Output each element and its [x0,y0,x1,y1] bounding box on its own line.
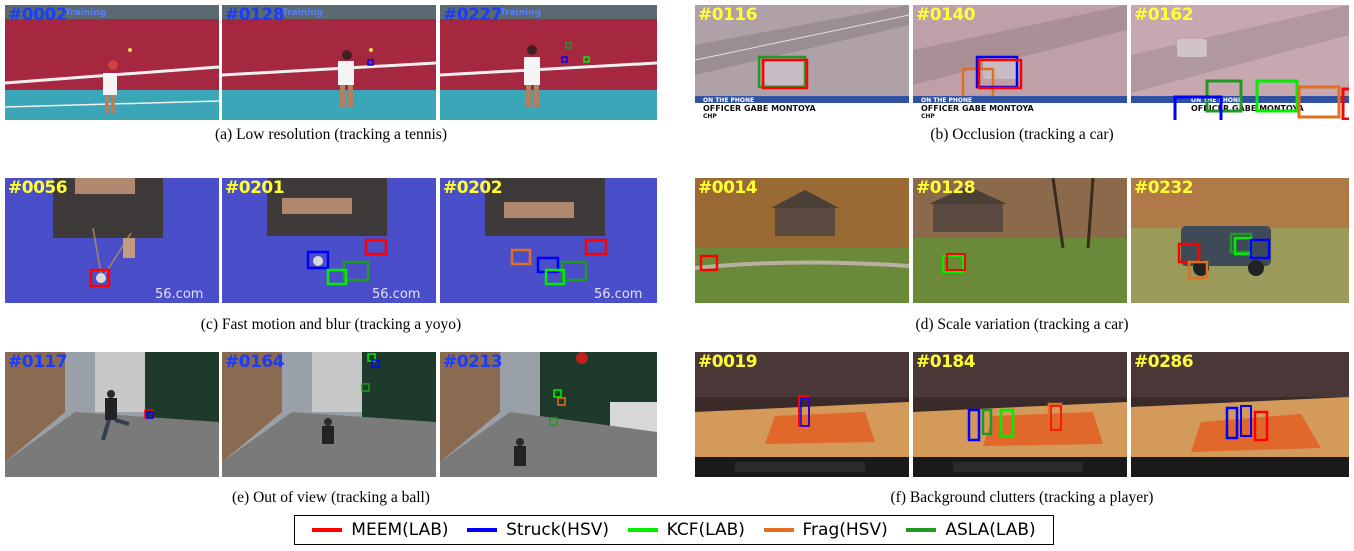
tv-line: OFFICER GABE MONTOYA [703,104,817,113]
frame-number: #0201 [225,178,285,198]
frame-player-3: #0286 [1131,352,1349,477]
frame-tennis-2: #0128 Training [222,5,436,120]
frame-number: #0140 [916,5,976,25]
frame-number: #0202 [443,178,503,198]
frame-car-occlusion-2: ON THE PHONE OFFICER GABE MONTOYA CHP #0… [913,5,1127,120]
tv-line: ON THE PHONE [703,97,754,104]
legend-line-icon [906,528,937,532]
frame-ball-2: #0164 [222,352,436,477]
panel-caption: (f) Background clutters (tracking a play… [890,489,1154,506]
frame-number: #0117 [8,352,68,372]
frame-car-scale-1: #0014 [695,178,909,303]
legend-item-kcf: KCF(LAB) [627,520,745,540]
legend-label: MEEM(LAB) [351,520,449,540]
legend-label: Struck(HSV) [506,520,610,540]
watermark: 56.com [155,287,203,302]
legend-label: ASLA(LAB) [945,520,1036,540]
tv-line: CHP [703,113,717,120]
legend-item-struck: Struck(HSV) [467,520,609,540]
frame-yoyo-3: 56.com #0202 [440,178,657,303]
frame-number: #0232 [1134,178,1194,198]
frame-number: #0056 [8,178,68,198]
frame-car-scale-2: #0128 [913,178,1127,303]
legend-line-icon [763,528,794,532]
frame-ball-1: #0117 [5,352,219,477]
frame-yoyo-2: 56.com #0201 [222,178,436,303]
tv-line: OFFICER GABE MONTOYA [921,104,1035,113]
frame-car-scale-3: #0232 [1131,178,1349,303]
legend-line-icon [312,528,343,532]
legend-label: KCF(LAB) [666,520,745,540]
panel-caption: (a) Low resolution (tracking a tennis) [215,126,447,143]
video-overlay-text: Training [282,8,324,18]
frame-number: #0116 [698,5,758,25]
tv-line: OFFICER GABE MONTOYA [1191,104,1305,113]
frame-ball-3: #0213 [440,352,657,477]
legend-label: Frag(HSV) [802,520,888,540]
tv-line: ON THE PHONE [921,97,972,104]
frame-player-2: #0184 [913,352,1127,477]
legend-item-asla: ASLA(LAB) [906,520,1036,540]
legend-item-meem: MEEM(LAB) [312,520,449,540]
frame-yoyo-1: 56.com #0056 [5,178,219,303]
legend: MEEM(LAB) Struck(HSV) KCF(LAB) Frag(HSV)… [294,515,1054,545]
legend-line-icon [467,528,498,532]
legend-item-frag: Frag(HSV) [763,520,888,540]
tv-line: ON THE PHONE [1191,97,1242,104]
frame-number: #0128 [916,178,976,198]
watermark: 56.com [372,287,420,302]
watermark: 56.com [594,287,642,302]
frame-number: #0227 [443,5,503,25]
frame-number: #0014 [698,178,758,198]
frame-number: #0164 [225,352,285,372]
panel-caption: (b) Occlusion (tracking a car) [930,126,1114,143]
frame-tennis-1: #0002 Training [5,5,219,120]
frame-number: #0002 [8,5,68,25]
frame-number: #0162 [1134,5,1194,25]
frame-car-occlusion-3: ON THE PHONE OFFICER GABE MONTOYA #0162 [1131,5,1349,120]
video-overlay-text: Training [65,8,107,18]
panel-caption: (d) Scale variation (tracking a car) [915,316,1129,333]
frame-player-1: #0019 [695,352,909,477]
frame-car-occlusion-1: ON THE PHONE OFFICER GABE MONTOYA CHP #0… [695,5,909,120]
legend-line-icon [627,528,658,532]
frame-number: #0286 [1134,352,1194,372]
frame-tennis-3: #0227 Training [440,5,657,120]
video-overlay-text: Training [500,8,542,18]
panel-caption: (c) Fast motion and blur (tracking a yoy… [200,316,462,333]
frame-number: #0019 [698,352,758,372]
frame-number: #0213 [443,352,503,372]
panel-caption: (e) Out of view (tracking a ball) [232,489,430,506]
frame-number: #0184 [916,352,976,372]
frame-number: #0128 [225,5,285,25]
tv-line: CHP [921,113,935,120]
